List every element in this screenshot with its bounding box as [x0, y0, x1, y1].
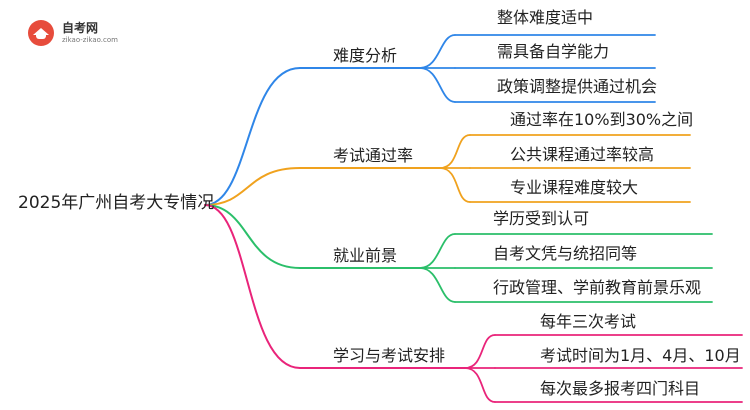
- leaf-label: 每年三次考试: [540, 312, 637, 331]
- leaf-label: 需具备自学能力: [497, 42, 610, 61]
- branch-leaf-connector: [419, 233, 456, 269]
- branch-leaf-connector: [439, 134, 471, 169]
- leaf-label: 政策调整提供通过机会: [497, 77, 658, 96]
- graduation-cap-icon: [28, 20, 54, 46]
- root-branch-connector: [204, 204, 301, 369]
- branch-leaf-connector: [419, 34, 456, 69]
- logo-url: zikao-zikao.com: [62, 36, 118, 44]
- branch-leaf-connector: [464, 367, 496, 403]
- branch-label: 考试通过率: [333, 146, 414, 165]
- leaf-label: 自考文凭与统招同等: [493, 244, 638, 263]
- mindmap-edges: [204, 34, 743, 403]
- branch-leaf-connector: [419, 67, 456, 103]
- branch-label: 就业前景: [333, 246, 398, 265]
- leaf-label: 公共课程通过率较高: [510, 145, 655, 164]
- branch-leaf-connector: [439, 167, 471, 203]
- branch-label: 学习与考试安排: [333, 346, 446, 365]
- root-branch-connector: [204, 67, 301, 206]
- leaf-label: 考试时间为1月、4月、10月: [540, 346, 741, 365]
- root-branch-connector: [204, 204, 301, 269]
- root-branch-connector: [204, 167, 301, 206]
- branch-leaf-connector: [419, 267, 456, 303]
- leaf-label: 每次最多报考四门科目: [540, 379, 701, 398]
- leaf-label: 学历受到认可: [493, 209, 590, 228]
- leaf-label: 专业课程难度较大: [510, 178, 639, 197]
- leaf-label: 整体难度适中: [497, 8, 594, 27]
- branch-leaf-connector: [464, 334, 496, 369]
- logo-title: 自考网: [62, 21, 99, 35]
- branch-label: 难度分析: [333, 46, 398, 65]
- leaf-label: 行政管理、学前教育前景乐观: [493, 278, 702, 297]
- root-topic: 2025年广州自考大专情况: [18, 193, 215, 213]
- leaf-label: 通过率在10%到30%之间: [510, 110, 694, 129]
- site-logo[interactable]: 自考网 zikao-zikao.com: [28, 18, 138, 50]
